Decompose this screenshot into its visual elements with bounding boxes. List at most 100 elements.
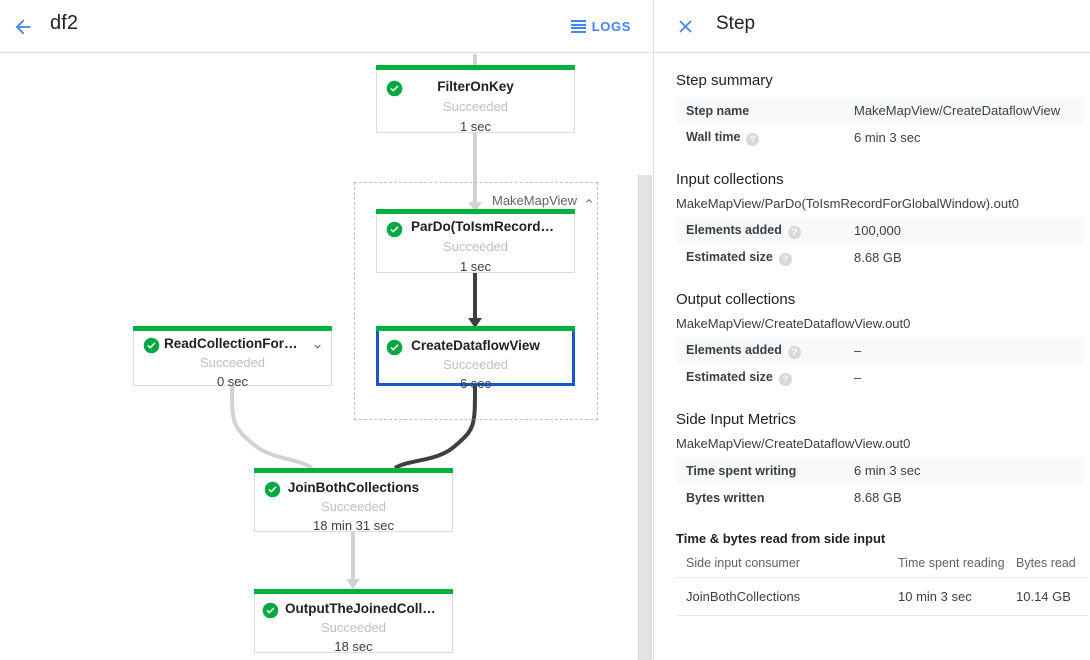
side-input-collection-name: MakeMapView/CreateDataflowView.out0 xyxy=(676,436,911,451)
row-key: Wall time? xyxy=(676,124,844,151)
table-row: JoinBothCollections 10 min 3 sec 10.14 G… xyxy=(676,577,1088,616)
job-graph-canvas[interactable]: MakeMapView FilterOnKey Succeeded 1 sec xyxy=(0,54,653,660)
node-status: Succeeded xyxy=(199,355,266,370)
node-status: Succeeded xyxy=(442,357,509,372)
node-status: Succeeded xyxy=(320,620,387,635)
graph-node-filter-on-key[interactable]: FilterOnKey Succeeded 1 sec xyxy=(376,65,575,134)
graph-node-read-collection-for-join[interactable]: ReadCollectionForJoin Succeeded 0 sec xyxy=(133,326,332,389)
row-key: Time spent writing xyxy=(686,463,797,478)
row-key: Elements added? xyxy=(676,337,844,364)
right-panel-scrollbar-thumb[interactable] xyxy=(638,175,652,660)
node-duration: 18 min 31 sec xyxy=(313,518,394,533)
help-icon[interactable]: ? xyxy=(787,226,801,239)
section-heading-side-input-metrics: Side Input Metrics xyxy=(676,411,797,428)
table-row: Step name MakeMapView/CreateDataflowView xyxy=(676,97,1084,124)
chevron-up-icon[interactable] xyxy=(583,195,595,207)
row-value: 6 min 3 sec xyxy=(854,130,921,145)
logs-button-label: LOGS xyxy=(591,18,631,34)
row-value: 8.68 GB xyxy=(854,250,902,265)
section-heading-output-collections: Output collections xyxy=(676,291,796,308)
table-row: Estimated size? – xyxy=(676,364,1084,391)
close-icon[interactable] xyxy=(672,13,698,39)
node-title: ReadCollectionForJoin xyxy=(164,336,312,351)
chevron-down-icon[interactable] xyxy=(311,340,324,353)
help-icon[interactable]: ? xyxy=(778,373,792,386)
top-app-bar: df2 LOGS xyxy=(0,0,653,53)
graph-node-join-both-collections[interactable]: JoinBothCollections Succeeded 18 min 31 … xyxy=(254,468,453,533)
row-key: Estimated size? xyxy=(676,244,844,271)
table-row: Elements added? – xyxy=(676,337,1084,364)
row-key: Bytes written xyxy=(686,490,765,505)
table-row: Elements added? 100,000 xyxy=(676,217,1084,244)
step-panel-title: Step xyxy=(716,13,756,34)
row-value: 100,000 xyxy=(854,223,901,238)
row-key: Step name xyxy=(686,103,750,118)
table-header-row: Side input consumer Time spent reading B… xyxy=(676,552,1088,578)
node-status: Succeeded xyxy=(442,99,509,114)
help-icon[interactable]: ? xyxy=(778,253,792,266)
composite-group-label[interactable]: MakeMapView xyxy=(492,193,595,208)
node-title: JoinBothCollections xyxy=(287,480,420,495)
logs-list-icon xyxy=(570,20,586,33)
node-status-bar xyxy=(376,65,575,70)
step-summary-table: Step name MakeMapView/CreateDataflowView… xyxy=(676,97,1084,151)
subsection-heading-time-bytes-read: Time & bytes read from side input xyxy=(676,531,886,546)
table-row: Wall time? 6 min 3 sec xyxy=(676,124,1084,151)
check-circle-icon xyxy=(386,80,403,97)
check-circle-icon xyxy=(386,339,403,356)
composite-group-name: MakeMapView xyxy=(492,193,578,208)
column-header-bytes-read: Bytes read xyxy=(1006,552,1088,578)
node-status-bar xyxy=(254,468,453,473)
cell-side-input-consumer: JoinBothCollections xyxy=(676,577,888,616)
step-details-panel: Step Step summary Step name MakeMapView/… xyxy=(654,0,1090,660)
table-row: Estimated size? 8.68 GB xyxy=(676,244,1084,271)
composite-group-makemapview[interactable] xyxy=(354,182,598,420)
node-status-bar xyxy=(254,589,453,594)
page-title: df2 xyxy=(50,12,79,34)
node-status-bar xyxy=(376,209,575,214)
node-status: Succeeded xyxy=(442,239,509,254)
graph-node-pardo-toismrecord[interactable]: ParDo(ToIsmRecordFor… Succeeded 1 sec xyxy=(376,209,575,274)
column-header-time-spent-reading: Time spent reading xyxy=(888,552,1006,578)
help-icon[interactable]: ? xyxy=(787,346,801,359)
column-header-side-input-consumer: Side input consumer xyxy=(676,552,888,578)
input-collections-table: Elements added? 100,000 Estimated size? … xyxy=(676,217,1084,271)
side-input-consumers-table: Side input consumer Time spent reading B… xyxy=(676,552,1088,616)
section-heading-input-collections: Input collections xyxy=(676,171,784,188)
check-circle-icon xyxy=(143,337,160,354)
row-key: Estimated size? xyxy=(676,364,844,391)
job-graph-pane: df2 LOGS xyxy=(0,0,653,660)
table-row: Time spent writing 6 min 3 sec xyxy=(676,457,1084,484)
node-title: OutputTheJoinedCollec… xyxy=(285,601,451,616)
help-icon[interactable]: ? xyxy=(746,133,760,146)
row-value: – xyxy=(854,343,862,358)
check-circle-icon xyxy=(262,602,279,619)
graph-edges xyxy=(225,54,482,589)
graph-node-output-the-joined-collection[interactable]: OutputTheJoinedCollec… Succeeded 18 sec xyxy=(254,589,453,654)
check-circle-icon xyxy=(264,481,281,498)
node-title: FilterOnKey xyxy=(437,79,514,94)
row-key: Elements added? xyxy=(676,217,844,244)
input-collection-name: MakeMapView/ParDo(ToIsmRecordForGlobalWi… xyxy=(676,196,1019,211)
node-duration: 18 sec xyxy=(334,639,373,654)
check-circle-icon xyxy=(386,221,403,238)
node-duration: 6 sec xyxy=(459,376,492,391)
node-duration: 1 sec xyxy=(459,259,492,274)
cell-time-spent-reading: 10 min 3 sec xyxy=(888,577,1006,616)
node-title: CreateDataflowView xyxy=(411,338,540,353)
node-status: Succeeded xyxy=(320,499,387,514)
output-collections-table: Elements added? – Estimated size? – xyxy=(676,337,1084,391)
logs-button[interactable]: LOGS xyxy=(570,14,631,38)
row-value: MakeMapView/CreateDataflowView xyxy=(854,103,1061,118)
row-value: – xyxy=(854,370,862,385)
table-row: Bytes written 8.68 GB xyxy=(676,484,1084,511)
node-title: ParDo(ToIsmRecordFor… xyxy=(411,219,574,234)
row-value: 6 min 3 sec xyxy=(854,463,921,478)
graph-node-create-dataflow-view[interactable]: CreateDataflowView Succeeded 6 sec xyxy=(376,326,575,391)
back-arrow-icon[interactable] xyxy=(9,13,37,41)
pane-divider xyxy=(653,0,654,660)
section-heading-step-summary: Step summary xyxy=(676,72,773,89)
node-status-bar xyxy=(376,326,575,331)
node-status-bar xyxy=(133,326,332,331)
